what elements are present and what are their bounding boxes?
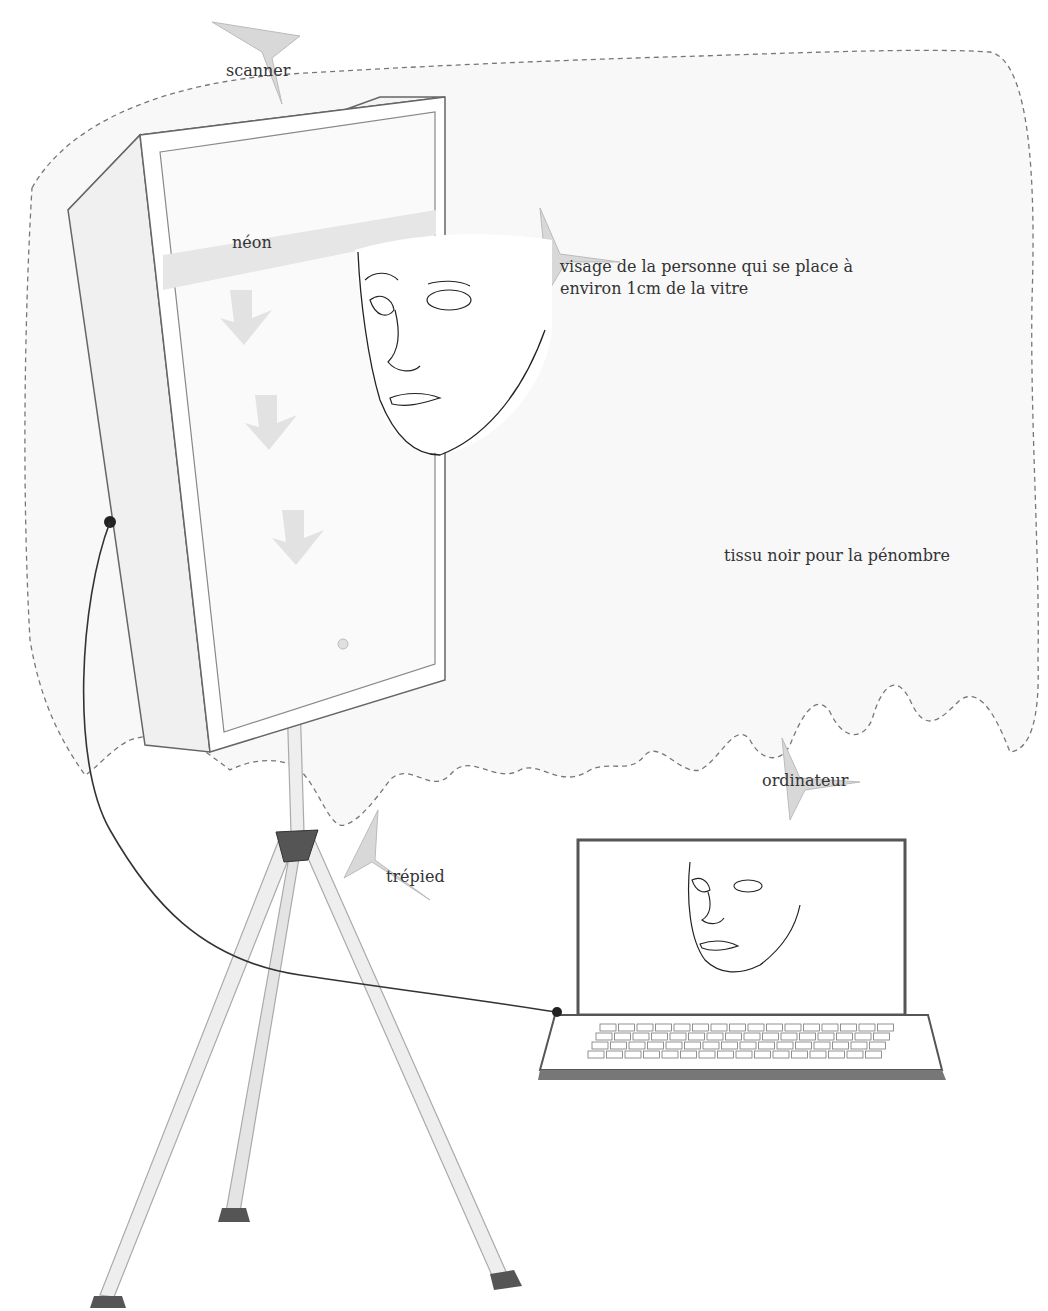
- key: [730, 1024, 746, 1031]
- key: [629, 1042, 645, 1049]
- key: [829, 1051, 845, 1058]
- part-label: trépied: [386, 866, 445, 888]
- key: [796, 1042, 812, 1049]
- part-label: ordinateur: [762, 770, 848, 792]
- key: [644, 1051, 660, 1058]
- key: [866, 1051, 882, 1058]
- key: [707, 1033, 723, 1040]
- key: [777, 1042, 793, 1049]
- key: [870, 1042, 886, 1049]
- key: [841, 1024, 857, 1031]
- key: [703, 1042, 719, 1049]
- key: [633, 1033, 649, 1040]
- key: [781, 1033, 797, 1040]
- key: [810, 1051, 826, 1058]
- key: [592, 1042, 608, 1049]
- cable: [84, 522, 556, 1012]
- key: [685, 1042, 701, 1049]
- key: [656, 1024, 672, 1031]
- key: [681, 1051, 697, 1058]
- key: [759, 1042, 775, 1049]
- key: [804, 1024, 820, 1031]
- key: [726, 1033, 742, 1040]
- key: [847, 1051, 863, 1058]
- key: [689, 1033, 705, 1040]
- key: [763, 1033, 779, 1040]
- key: [785, 1024, 801, 1031]
- key: [666, 1042, 682, 1049]
- key: [615, 1033, 631, 1040]
- laptop: [538, 840, 946, 1080]
- key: [619, 1024, 635, 1031]
- key: [652, 1033, 668, 1040]
- key: [722, 1042, 738, 1049]
- key: [600, 1024, 616, 1031]
- key: [596, 1033, 612, 1040]
- key: [693, 1024, 709, 1031]
- key: [625, 1051, 641, 1058]
- key: [718, 1051, 734, 1058]
- key: [800, 1033, 816, 1040]
- key: [674, 1024, 690, 1031]
- cloth-outline: [25, 50, 1038, 825]
- key: [662, 1051, 678, 1058]
- key: [637, 1024, 653, 1031]
- face-sketch: [355, 234, 552, 455]
- key: [611, 1042, 627, 1049]
- key: [670, 1033, 686, 1040]
- key: [792, 1051, 808, 1058]
- key: [767, 1024, 783, 1031]
- key: [833, 1042, 849, 1049]
- key: [607, 1051, 623, 1058]
- key: [818, 1033, 834, 1040]
- key: [736, 1051, 752, 1058]
- scan-arrows: [220, 290, 324, 565]
- key: [711, 1024, 727, 1031]
- key: [878, 1024, 894, 1031]
- key: [744, 1033, 760, 1040]
- key: [859, 1024, 875, 1031]
- key: [814, 1042, 830, 1049]
- key: [755, 1051, 771, 1058]
- key: [874, 1033, 890, 1040]
- key: [855, 1033, 871, 1040]
- note-label: visage de la personne qui se place à env…: [560, 256, 890, 300]
- key: [851, 1042, 867, 1049]
- key: [648, 1042, 664, 1049]
- part-label: néon: [232, 232, 272, 254]
- note-label: tissu noir pour la pénombre: [724, 545, 950, 567]
- key: [773, 1051, 789, 1058]
- key: [837, 1033, 853, 1040]
- key: [748, 1024, 764, 1031]
- tripod: [90, 700, 522, 1308]
- part-label: scanner: [226, 60, 290, 82]
- key: [822, 1024, 838, 1031]
- key: [699, 1051, 715, 1058]
- key: [740, 1042, 756, 1049]
- key: [588, 1051, 604, 1058]
